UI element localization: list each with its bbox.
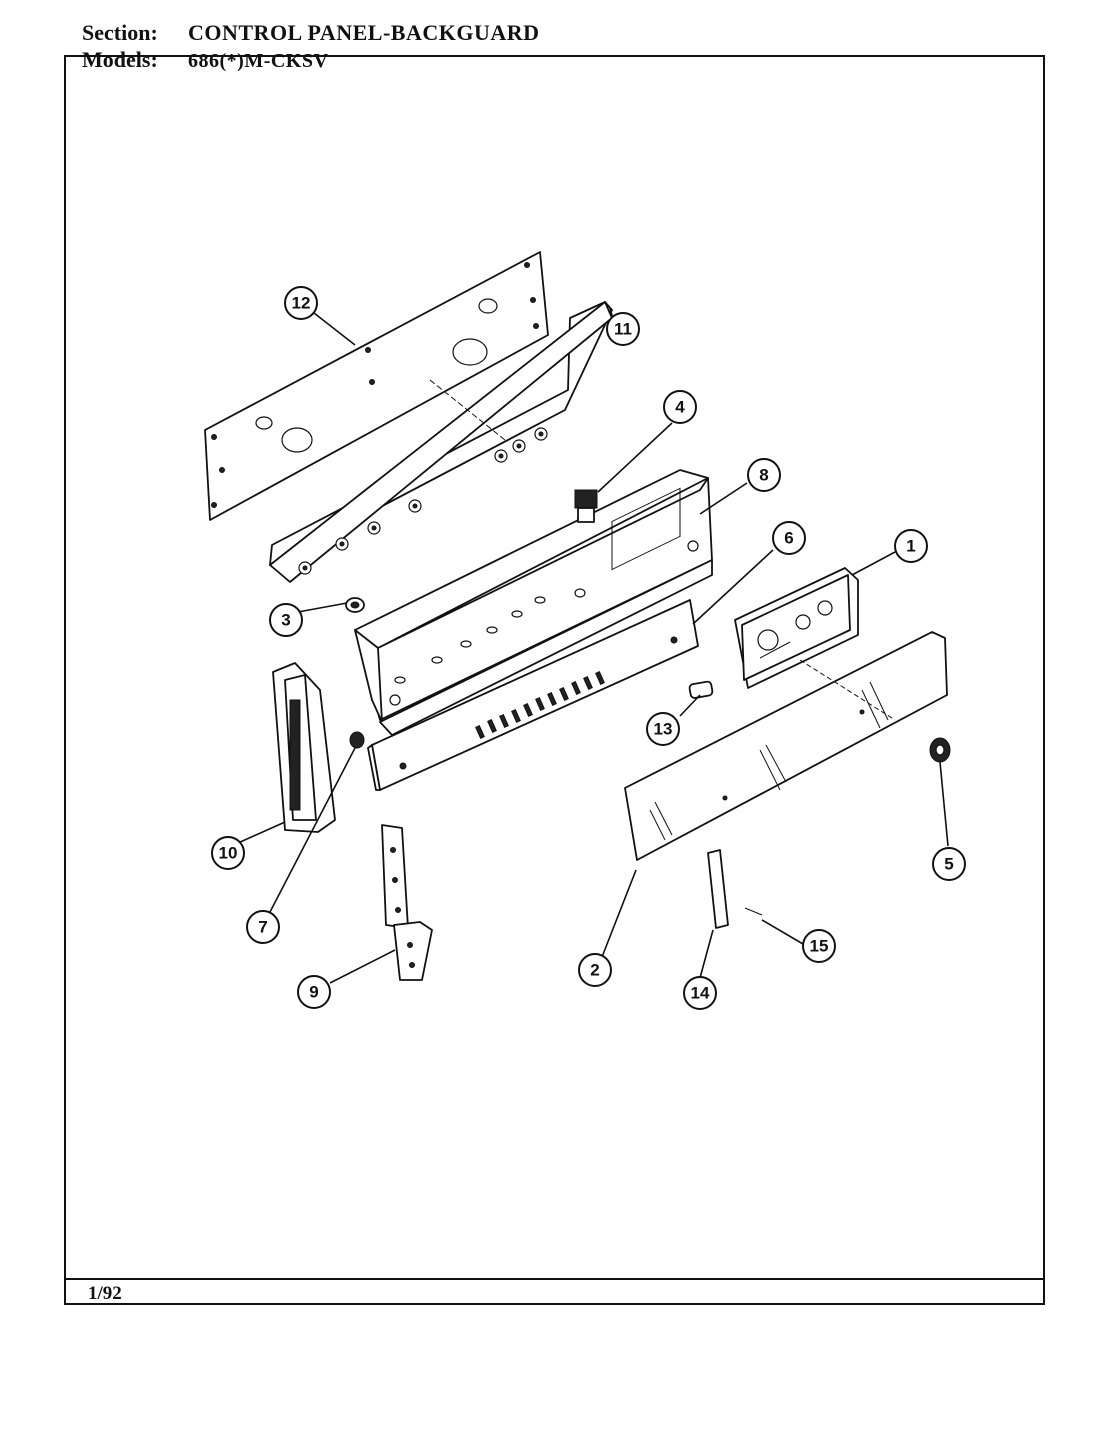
callout-13-label: 13	[654, 720, 673, 739]
part-14-trim-strip	[707, 849, 729, 929]
part-11-bracket-strip	[269, 301, 613, 583]
callout-6: 6	[772, 521, 806, 555]
diagram-frame	[64, 55, 1045, 1305]
part-6-vent-trim	[367, 599, 699, 791]
leader-lines	[237, 307, 949, 984]
footer-divider	[64, 1278, 1045, 1280]
callout-15: 15	[802, 929, 836, 963]
part-9-bracket	[381, 824, 433, 981]
section-title: CONTROL PANEL-BACKGUARD	[188, 20, 540, 45]
callout-9-label: 9	[309, 983, 318, 1002]
callout-10-label: 10	[219, 844, 238, 863]
callout-9: 9	[297, 975, 331, 1009]
callout-14: 14	[683, 976, 717, 1010]
part-10-end-cap	[272, 662, 336, 833]
callout-2-label: 2	[590, 961, 599, 980]
callout-4-label: 4	[675, 398, 685, 417]
part-3-grommet	[345, 597, 365, 613]
callout-8-label: 8	[759, 466, 768, 485]
callout-5-label: 5	[944, 855, 953, 874]
section-line: Section: CONTROL PANEL-BACKGUARD	[82, 22, 540, 44]
callout-11-label: 11	[614, 320, 632, 339]
callout-14-label: 14	[691, 984, 710, 1003]
callout-2: 2	[578, 953, 612, 987]
callout-3-label: 3	[281, 611, 290, 630]
callout-6-label: 6	[784, 529, 793, 548]
callout-1-label: 1	[906, 537, 915, 556]
part-8-panel-housing	[354, 469, 713, 736]
callout-4: 4	[663, 390, 697, 424]
callout-10: 10	[211, 836, 245, 870]
part-5-knob	[929, 737, 951, 763]
part-12-rear-panel	[204, 251, 549, 521]
part-13-lamp	[688, 680, 714, 699]
part-1-clock-module	[734, 567, 859, 689]
part-7-grommet	[349, 731, 365, 749]
callout-13: 13	[646, 712, 680, 746]
callout-12: 12	[284, 286, 318, 320]
callout-3: 3	[269, 603, 303, 637]
revision-date: 1/92	[88, 1283, 122, 1304]
callout-7: 7	[246, 910, 280, 944]
callout-12-label: 12	[292, 294, 311, 313]
callout-8: 8	[747, 458, 781, 492]
part-15-screw	[744, 907, 763, 916]
callout-5: 5	[932, 847, 966, 881]
part-2-glass-panel	[624, 631, 948, 861]
callout-11: 11	[606, 312, 640, 346]
callout-7-label: 7	[258, 918, 267, 937]
callout-1: 1	[894, 529, 928, 563]
models-label: Models:	[82, 47, 158, 72]
callout-15-label: 15	[810, 937, 829, 956]
part-4-switch	[574, 489, 598, 523]
section-label: Section:	[82, 20, 158, 45]
